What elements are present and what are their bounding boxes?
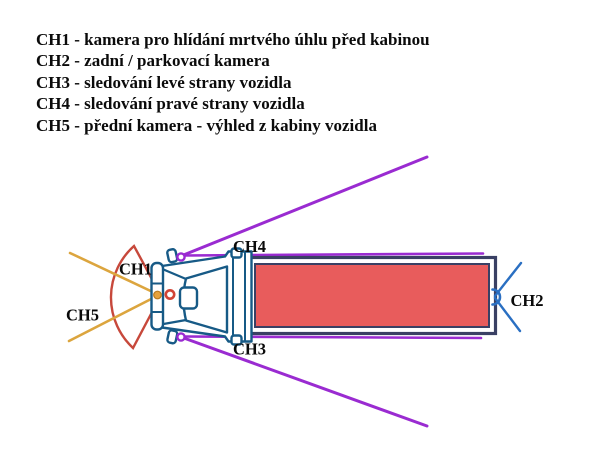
cab-a-pillar-top xyxy=(163,268,187,281)
ch2-camera-arc xyxy=(491,288,502,306)
ch3-camera-dot xyxy=(176,332,186,342)
legend-line-ch5: CH5 - přední kamera - výhled z kabiny vo… xyxy=(36,115,377,135)
cab-rear-corner-bottom xyxy=(230,334,243,346)
ch2-lower-line xyxy=(493,296,522,333)
ch1-ch5-camera-dot xyxy=(153,290,162,300)
cab-a-pillar-bottom xyxy=(163,318,187,326)
ch4-diagonal-line xyxy=(179,155,429,258)
legend-line-ch3: CH3 - sledování levé strany vozidla xyxy=(36,72,292,92)
cab-mirror-bottom xyxy=(166,329,179,345)
trailer-cargo-area xyxy=(254,263,490,328)
label-ch1: CH1 xyxy=(119,260,152,279)
truck-cab xyxy=(150,247,253,346)
channel-legend: CH1 - kamera pro hlídání mrtvého úhlu př… xyxy=(36,29,430,136)
label-ch4: CH4 xyxy=(233,237,266,256)
ch5-lower-line xyxy=(67,294,159,343)
camera-markers xyxy=(153,252,186,342)
cab-sunroof xyxy=(178,286,199,310)
cab-marker-ring xyxy=(164,288,176,300)
legend-line-ch1: CH1 - kamera pro hlídání mrtvého úhlu př… xyxy=(36,30,430,49)
legend-line-ch4: CH4 - sledování pravé strany vozidla xyxy=(36,94,305,114)
ch5-upper-line xyxy=(68,251,159,296)
ch2-fov xyxy=(491,261,523,333)
ch4-camera-dot xyxy=(176,252,186,262)
ch4-fov-lines xyxy=(179,155,485,258)
cab-mirror-top xyxy=(166,248,179,264)
ch5-fov-lines xyxy=(67,251,159,343)
cab-rear-corner-top xyxy=(230,247,243,259)
ch3-fov-lines xyxy=(179,335,483,428)
label-ch2: CH2 xyxy=(511,291,544,310)
ch2-upper-line xyxy=(493,261,523,298)
ch1-fov-arc xyxy=(109,244,162,350)
legend-line-ch2: CH2 - zadní / parkovací kamera xyxy=(36,51,270,71)
label-ch3: CH3 xyxy=(233,340,266,359)
trailer xyxy=(246,255,498,336)
channel-labels: CH1 CH5 CH4 CH3 CH2 xyxy=(66,237,544,359)
ch3-diagonal-line xyxy=(179,335,429,428)
label-ch5: CH5 xyxy=(66,306,99,325)
